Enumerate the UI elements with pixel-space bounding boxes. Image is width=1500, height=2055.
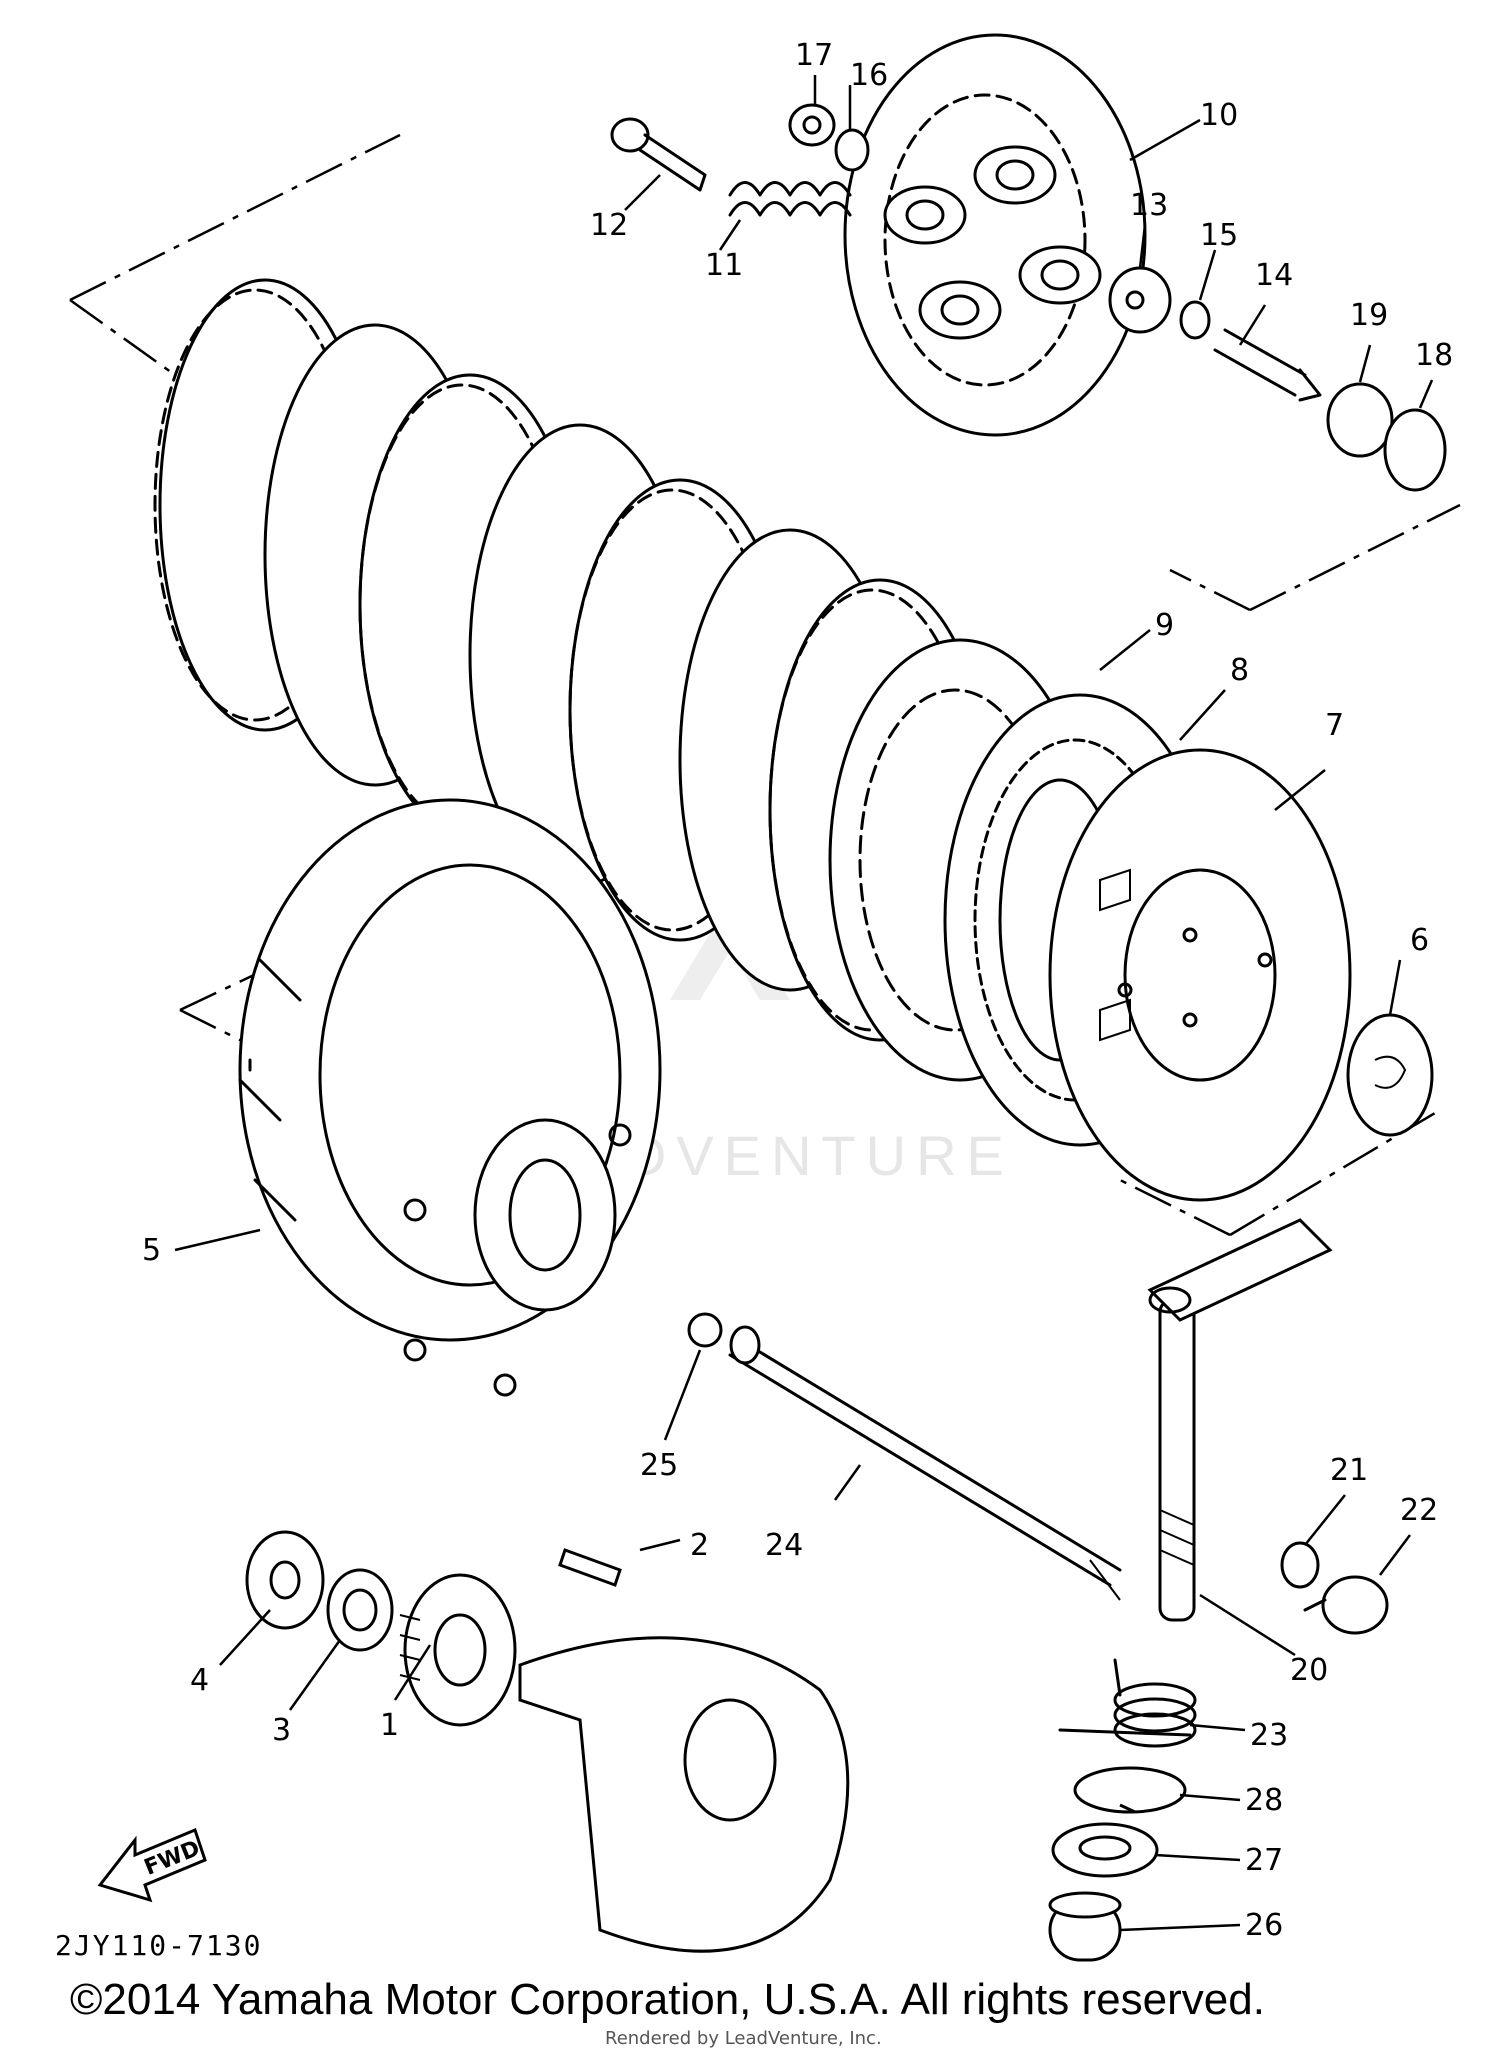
callout-5: 5	[142, 1233, 161, 1268]
callout-14: 14	[1255, 258, 1293, 293]
part-26-bushing	[1048, 1891, 1122, 1962]
part-6-washer	[1346, 1013, 1434, 1137]
part-14-adjuster-screw	[1213, 328, 1322, 402]
part-10-pressure-plate	[843, 33, 1147, 437]
callout-17: 17	[795, 38, 833, 73]
part-20-push-lever-shaft	[1147, 1218, 1333, 1622]
part-28-circlip	[1073, 1766, 1187, 1814]
callout-19: 19	[1350, 298, 1388, 333]
copyright-notice: ©2014 Yamaha Motor Corporation, U.S.A. A…	[70, 1975, 1265, 2024]
part-3-circlip	[326, 1568, 394, 1652]
callout-2: 2	[690, 1528, 709, 1563]
callout-27: 27	[1245, 1843, 1283, 1878]
part-11-clutch-spring	[728, 181, 852, 217]
fwd-arrow-icon	[97, 1827, 207, 1903]
callout-21: 21	[1330, 1453, 1368, 1488]
callout-25: 25	[640, 1448, 678, 1483]
callout-4: 4	[190, 1663, 209, 1698]
fwd-arrow: FWD	[97, 1827, 207, 1903]
part-15-o-ring	[1179, 300, 1211, 340]
part-5-clutch-housing	[238, 798, 662, 1397]
callout-28: 28	[1245, 1783, 1283, 1818]
part-1-primary-drive-gear	[399, 1573, 517, 1727]
callout-22: 22	[1400, 1493, 1438, 1528]
callout-8: 8	[1230, 653, 1249, 688]
part-27-oil-seal	[1051, 1822, 1159, 1878]
callout-3: 3	[272, 1713, 291, 1748]
callout-7: 7	[1325, 708, 1344, 743]
callout-12: 12	[590, 208, 628, 243]
part-4-washer	[245, 1530, 325, 1630]
part-17-nut	[788, 103, 836, 147]
part-23-spring	[1058, 1658, 1197, 1748]
callout-26: 26	[1245, 1908, 1283, 1943]
part-7-pressure-plate	[1048, 748, 1352, 1202]
leader-lines	[174, 75, 1434, 1932]
part-12-bolt	[610, 117, 707, 192]
part-24-push-rod	[728, 1325, 1122, 1601]
callout-16: 16	[850, 58, 888, 93]
part-16-washer	[834, 128, 870, 172]
drawing-code: 2JY110-7130	[55, 1929, 262, 1962]
callout-24: 24	[765, 1528, 803, 1563]
part-25-ball	[687, 1312, 723, 1348]
callout-20: 20	[1290, 1653, 1328, 1688]
callout-1: 1	[380, 1708, 399, 1743]
callout-23: 23	[1250, 1718, 1288, 1753]
callout-18: 18	[1415, 338, 1453, 373]
callout-11: 11	[705, 248, 743, 283]
upper-assembly-outline	[69, 133, 1461, 612]
part-19-locknut	[1326, 382, 1394, 458]
part-21-washer	[1280, 1541, 1320, 1589]
part-13-nut	[1108, 266, 1172, 334]
callout-10: 10	[1200, 98, 1238, 133]
part-22-bolt	[1303, 1575, 1389, 1635]
callout-13: 13	[1130, 188, 1168, 223]
part-2-key	[558, 1548, 622, 1587]
crankshaft	[518, 1636, 850, 1953]
callout-15: 15	[1200, 218, 1238, 253]
callout-6: 6	[1410, 923, 1429, 958]
part-18-washer	[1383, 408, 1447, 492]
callout-numbers: 1 2 3 4 5 6 7 8 9 10 11 12 13 14 15 16 1…	[142, 38, 1453, 1943]
callout-9: 9	[1155, 608, 1174, 643]
rendered-by-notice: Rendered by LeadVenture, Inc.	[605, 2028, 882, 2049]
